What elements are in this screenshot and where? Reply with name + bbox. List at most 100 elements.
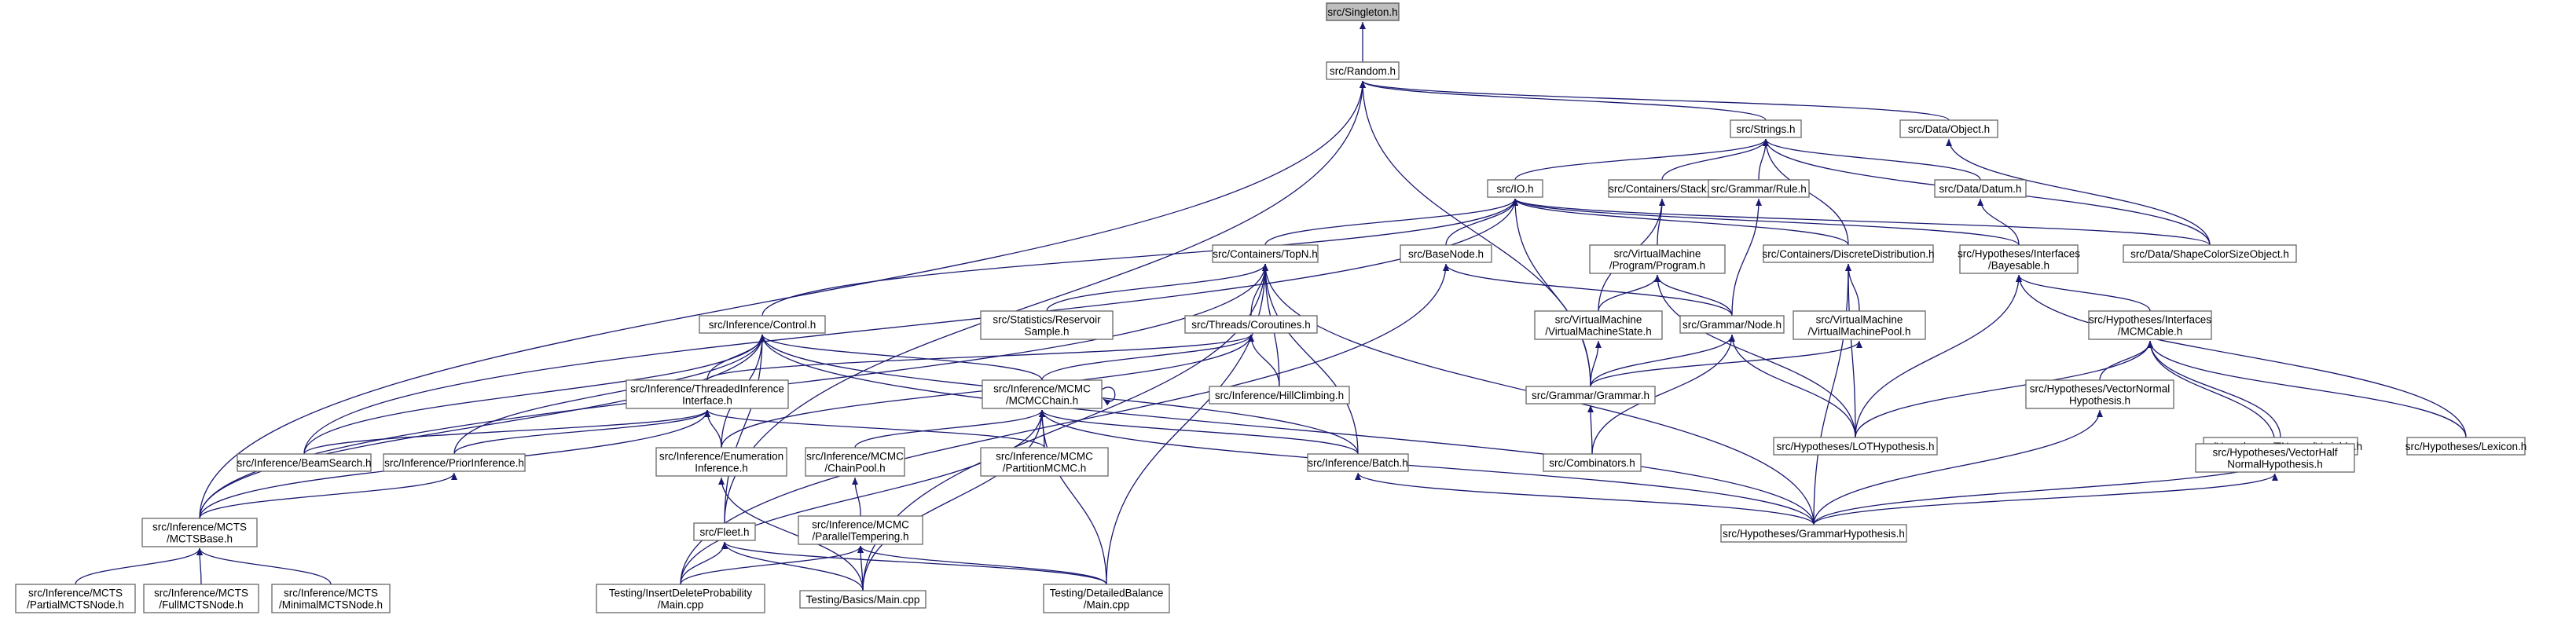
node-box <box>626 379 789 409</box>
edge-beamsearch-to-threaded <box>303 409 710 455</box>
node-label: src/Fleet.h <box>699 526 749 538</box>
node-mcmcable[interactable]: src/Hypotheses/Interfaces/MCMCable.h <box>2088 310 2212 340</box>
node-shapecolor[interactable]: src/Data/ShapeColorSizeObject.h <box>2123 244 2297 263</box>
node-datum[interactable]: src/Data/Datum.h <box>1934 179 2027 198</box>
node-strings[interactable]: src/Strings.h <box>1730 119 1802 138</box>
node-grammarhyp[interactable]: src/Hypotheses/GrammarHypothesis.h <box>1720 524 1907 543</box>
edge-threaded-to-coroutines <box>706 334 1254 381</box>
node-program[interactable]: src/VirtualMachine/Program/Program.h <box>1589 244 1726 274</box>
node-box <box>1708 179 1810 198</box>
node-threaded[interactable]: src/Inference/ThreadedInferenceInterface… <box>626 379 789 409</box>
node-box <box>980 447 1109 477</box>
edge-mcmcchain-to-control <box>759 334 1043 381</box>
node-dataobject[interactable]: src/Data/Object.h <box>1899 119 1998 138</box>
edge-datum-to-strings <box>1763 138 1981 181</box>
node-box <box>982 379 1103 409</box>
node-fleet[interactable]: src/Fleet.h <box>693 522 756 541</box>
node-box <box>1720 524 1907 543</box>
node-box <box>805 447 905 477</box>
node-label: src/Inference/MCMC <box>993 383 1091 395</box>
node-discrete[interactable]: src/Containers/DiscreteDistribution.h <box>1762 244 1935 263</box>
node-lexicon[interactable]: src/Hypotheses/Lexicon.h <box>2405 437 2527 456</box>
edge-fleet-to-random <box>724 80 1366 524</box>
edge-lot-to-gnode <box>1729 334 1856 438</box>
node-box <box>693 522 756 541</box>
node-io[interactable]: src/IO.h <box>1487 179 1543 198</box>
node-grammar[interactable]: src/Grammar/Grammar.h <box>1525 386 1656 405</box>
node-label: src/Inference/MCTS <box>28 588 123 599</box>
node-rule[interactable]: src/Grammar/Rule.h <box>1708 179 1810 198</box>
node-box <box>699 315 826 334</box>
edge-mcmcchain-to-mcmcchain <box>1101 386 1116 406</box>
node-label: src/Grammar/Rule.h <box>1711 183 1807 195</box>
edge-grammarhyp-to-vectornormal <box>1813 409 2103 525</box>
node-label: /PartitionMCMC.h <box>1003 463 1087 474</box>
node-partialmcts[interactable]: src/Inference/MCTS/PartialMCTSNode.h <box>15 584 136 613</box>
node-minimalmcts[interactable]: src/Inference/MCTS/MinimalMCTSNode.h <box>271 584 391 613</box>
node-box <box>596 584 765 613</box>
node-box <box>2025 379 2174 409</box>
node-detailed[interactable]: Testing/DetailedBalance/Main.cpp <box>1043 584 1170 613</box>
edge-grammar-to-vmstate <box>1590 340 1602 387</box>
node-label: src/Data/Datum.h <box>1939 183 2021 195</box>
node-box <box>1934 179 2027 198</box>
node-layer: src/Singleton.h src/Random.h src/Strings.h… <box>15 2 2527 613</box>
node-label: /PartialMCTSNode.h <box>27 599 124 611</box>
node-box <box>1184 315 1318 334</box>
node-lot[interactable]: src/Hypotheses/LOTHypothesis.h <box>1773 437 1938 456</box>
node-vmstate[interactable]: src/VirtualMachine/VirtualMachineState.h <box>1534 310 1663 340</box>
node-box <box>655 447 787 477</box>
node-box <box>1400 244 1492 263</box>
node-label: src/Random.h <box>1330 65 1396 77</box>
edge-shapecolor-to-dataobject <box>1946 138 2211 246</box>
node-insertdelete[interactable]: Testing/InsertDeleteProbability/Main.cpp <box>596 584 765 613</box>
node-label: src/Inference/Batch.h <box>1308 457 1408 469</box>
edge-basicsmain-to-mcmcchain <box>862 409 1045 591</box>
node-batch[interactable]: src/Inference/Batch.h <box>1307 453 1409 472</box>
node-coroutines[interactable]: src/Threads/Coroutines.h <box>1184 315 1318 334</box>
edge-detailed-to-fleet <box>721 541 1107 585</box>
node-box <box>141 518 258 547</box>
node-box <box>1209 386 1350 405</box>
node-label: src/Hypotheses/VectorHalf <box>2212 447 2337 459</box>
node-topn[interactable]: src/Containers/TopN.h <box>1212 244 1319 263</box>
node-hillclimb[interactable]: src/Inference/HillClimbing.h <box>1209 386 1350 405</box>
node-box <box>798 515 923 545</box>
node-control[interactable]: src/Inference/Control.h <box>699 315 826 334</box>
node-box <box>1959 244 2079 274</box>
node-stack[interactable]: src/Containers/Stack.h <box>1608 179 1716 198</box>
node-mctsbase[interactable]: src/Inference/MCTS/MCTSBase.h <box>141 518 258 547</box>
edge-control-to-io <box>761 198 1518 317</box>
edge-insertdelete-to-mcmcchain <box>680 409 1045 585</box>
edge-insertdelete-to-basenode <box>680 263 1449 585</box>
node-fullmcts[interactable]: src/Inference/MCTS/FullMCTSNode.h <box>143 584 259 613</box>
node-vmpool[interactable]: src/VirtualMachine/VirtualMachinePool.h <box>1793 310 1926 340</box>
node-label: src/Inference/MCTS <box>284 588 378 599</box>
node-gnode[interactable]: src/Grammar/Node.h <box>1679 315 1785 334</box>
node-label: src/Inference/MCMC <box>806 451 904 463</box>
node-prior[interactable]: src/Inference/PriorInference.h <box>383 453 526 472</box>
node-partition[interactable]: src/Inference/MCMC/PartitionMCMC.h <box>980 447 1109 477</box>
node-chainpool[interactable]: src/Inference/MCMC/ChainPool.h <box>805 447 905 477</box>
edge-vectornormal-to-mcmcable <box>2099 340 2153 381</box>
node-box <box>1307 453 1409 472</box>
node-label: src/Inference/Control.h <box>709 319 816 331</box>
edge-lexicon-to-bayesable <box>2016 274 2467 438</box>
node-parallel[interactable]: src/Inference/MCMC/ParallelTempering.h <box>798 515 923 545</box>
node-basicsmain[interactable]: Testing/Basics/Main.cpp <box>799 590 927 609</box>
node-vectorhalf[interactable]: src/Hypotheses/VectorHalfNormalHypothesi… <box>2195 443 2355 473</box>
node-combinators[interactable]: src/Combinators.h <box>1543 453 1642 472</box>
node-basenode[interactable]: src/BaseNode.h <box>1400 244 1492 263</box>
node-mcmcchain[interactable]: src/Inference/MCMC/MCMCChain.h <box>982 379 1103 409</box>
node-bayesable[interactable]: src/Hypotheses/Interfaces/Bayesable.h <box>1958 244 2080 274</box>
node-random[interactable]: src/Random.h <box>1326 61 1400 80</box>
edge-prior-to-threaded <box>453 409 710 455</box>
edge-mctsbase-to-control <box>199 334 765 519</box>
node-label: src/Inference/BeamSearch.h <box>237 457 371 469</box>
node-label: /ParallelTempering.h <box>812 531 908 543</box>
node-singleton: src/Singleton.h <box>1326 2 1400 21</box>
node-beamsearch[interactable]: src/Inference/BeamSearch.h <box>237 453 372 472</box>
